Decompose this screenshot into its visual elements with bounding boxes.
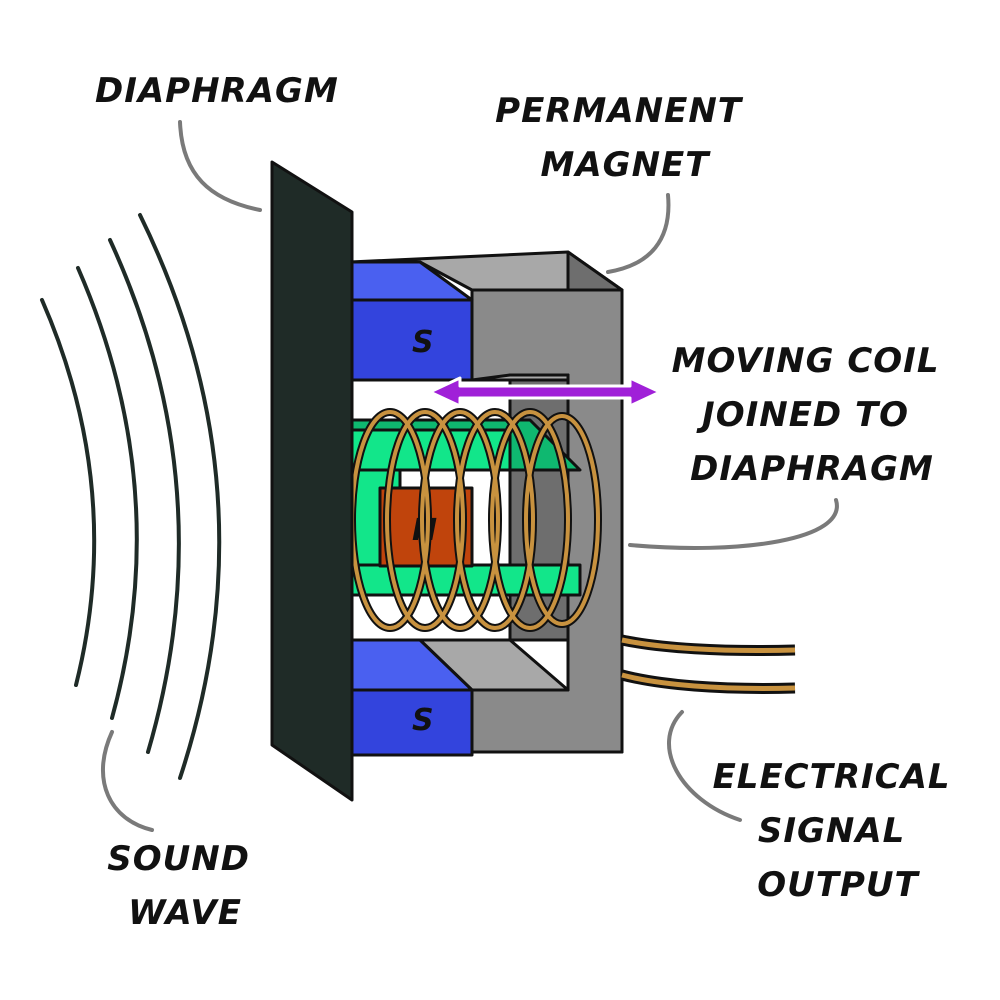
leader-lines bbox=[101, 120, 839, 832]
sound-wave-icon bbox=[40, 213, 222, 780]
motion-arrow-icon bbox=[428, 376, 662, 408]
top-magnet-pole: S bbox=[412, 325, 434, 360]
label-electrical-signal-output: ELECTRICAL SIGNAL OUTPUT bbox=[713, 757, 964, 905]
label-sound-wave: SOUND WAVE bbox=[107, 839, 263, 933]
label-moving-coil: MOVING COIL JOINED TO DIAPHRAGM bbox=[672, 341, 953, 489]
signal-wires bbox=[620, 634, 796, 694]
bottom-magnet-pole: S bbox=[412, 703, 434, 738]
label-diaphragm: DIAPHRAGM bbox=[95, 71, 339, 111]
label-permanent-magnet: PERMANENT MAGNET bbox=[495, 91, 755, 185]
diaphragm bbox=[270, 160, 354, 802]
